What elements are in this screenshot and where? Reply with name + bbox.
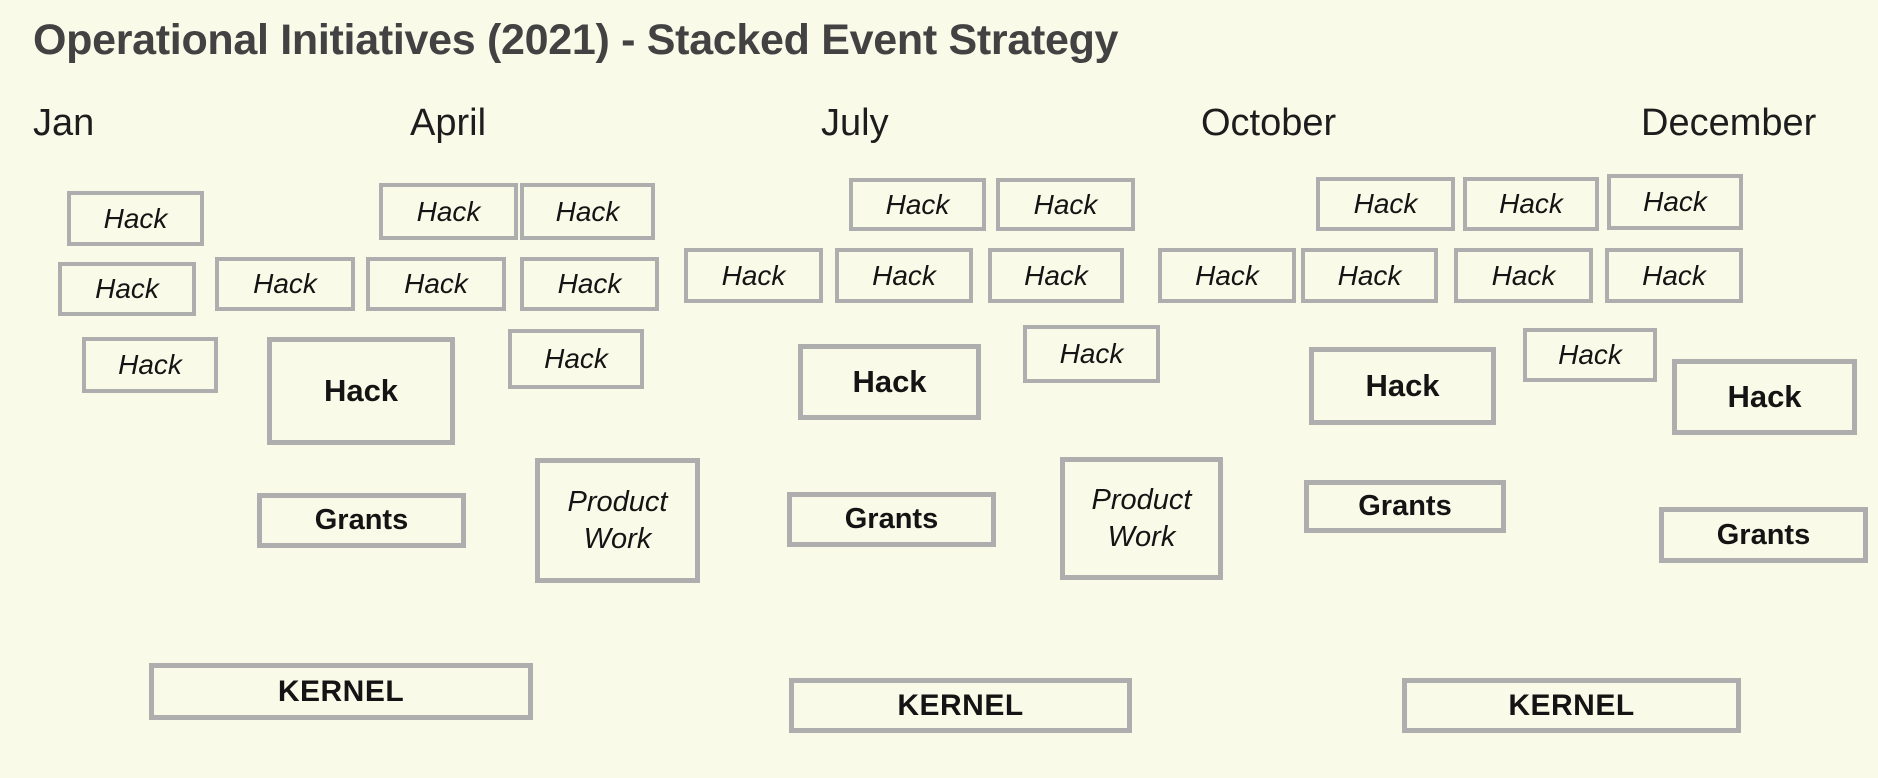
page-title: Operational Initiatives (2021) - Stacked… — [33, 16, 1119, 64]
hack-italic-box: Hack — [996, 178, 1135, 231]
hack-italic-box: Hack — [684, 248, 823, 303]
hack-bold-box: Hack — [1309, 347, 1496, 425]
hack-italic-box: Hack — [366, 257, 506, 311]
hack-italic-box: Hack — [379, 183, 518, 240]
hack-italic-box: Hack — [82, 337, 218, 393]
product-work-box: Product Work — [1060, 457, 1223, 580]
hack-italic-box: Hack — [1023, 325, 1160, 383]
product-work-box: Product Work — [535, 458, 700, 583]
hack-italic-box: Hack — [1454, 248, 1593, 303]
grants-box: Grants — [1659, 507, 1868, 563]
month-label-december: December — [1641, 102, 1817, 144]
hack-italic-box: Hack — [1301, 248, 1438, 303]
grants-box: Grants — [1304, 480, 1506, 533]
month-label-jan: Jan — [33, 102, 95, 144]
hack-italic-box: Hack — [508, 329, 644, 389]
kernel-box: KERNEL — [1402, 678, 1741, 733]
hack-italic-box: Hack — [988, 248, 1124, 303]
hack-italic-box: Hack — [1523, 328, 1657, 382]
hack-italic-box: Hack — [520, 257, 659, 311]
hack-italic-box: Hack — [58, 262, 196, 316]
hack-italic-box: Hack — [1463, 177, 1599, 231]
hack-italic-box: Hack — [1605, 248, 1743, 303]
hack-bold-box: Hack — [267, 337, 455, 445]
grants-box: Grants — [257, 493, 466, 548]
hack-italic-box: Hack — [215, 257, 355, 311]
month-label-july: July — [821, 102, 889, 144]
hack-italic-box: Hack — [1607, 174, 1743, 230]
hack-italic-box: Hack — [67, 191, 204, 246]
hack-italic-box: Hack — [520, 183, 655, 240]
hack-italic-box: Hack — [1158, 248, 1296, 303]
month-label-october: October — [1201, 102, 1337, 144]
hack-italic-box: Hack — [849, 178, 986, 231]
hack-bold-box: Hack — [798, 344, 981, 420]
month-label-april: April — [410, 102, 487, 144]
hack-italic-box: Hack — [835, 248, 973, 303]
kernel-box: KERNEL — [149, 663, 533, 720]
grants-box: Grants — [787, 492, 996, 547]
hack-bold-box: Hack — [1672, 359, 1857, 435]
hack-italic-box: Hack — [1316, 177, 1455, 231]
kernel-box: KERNEL — [789, 678, 1132, 733]
